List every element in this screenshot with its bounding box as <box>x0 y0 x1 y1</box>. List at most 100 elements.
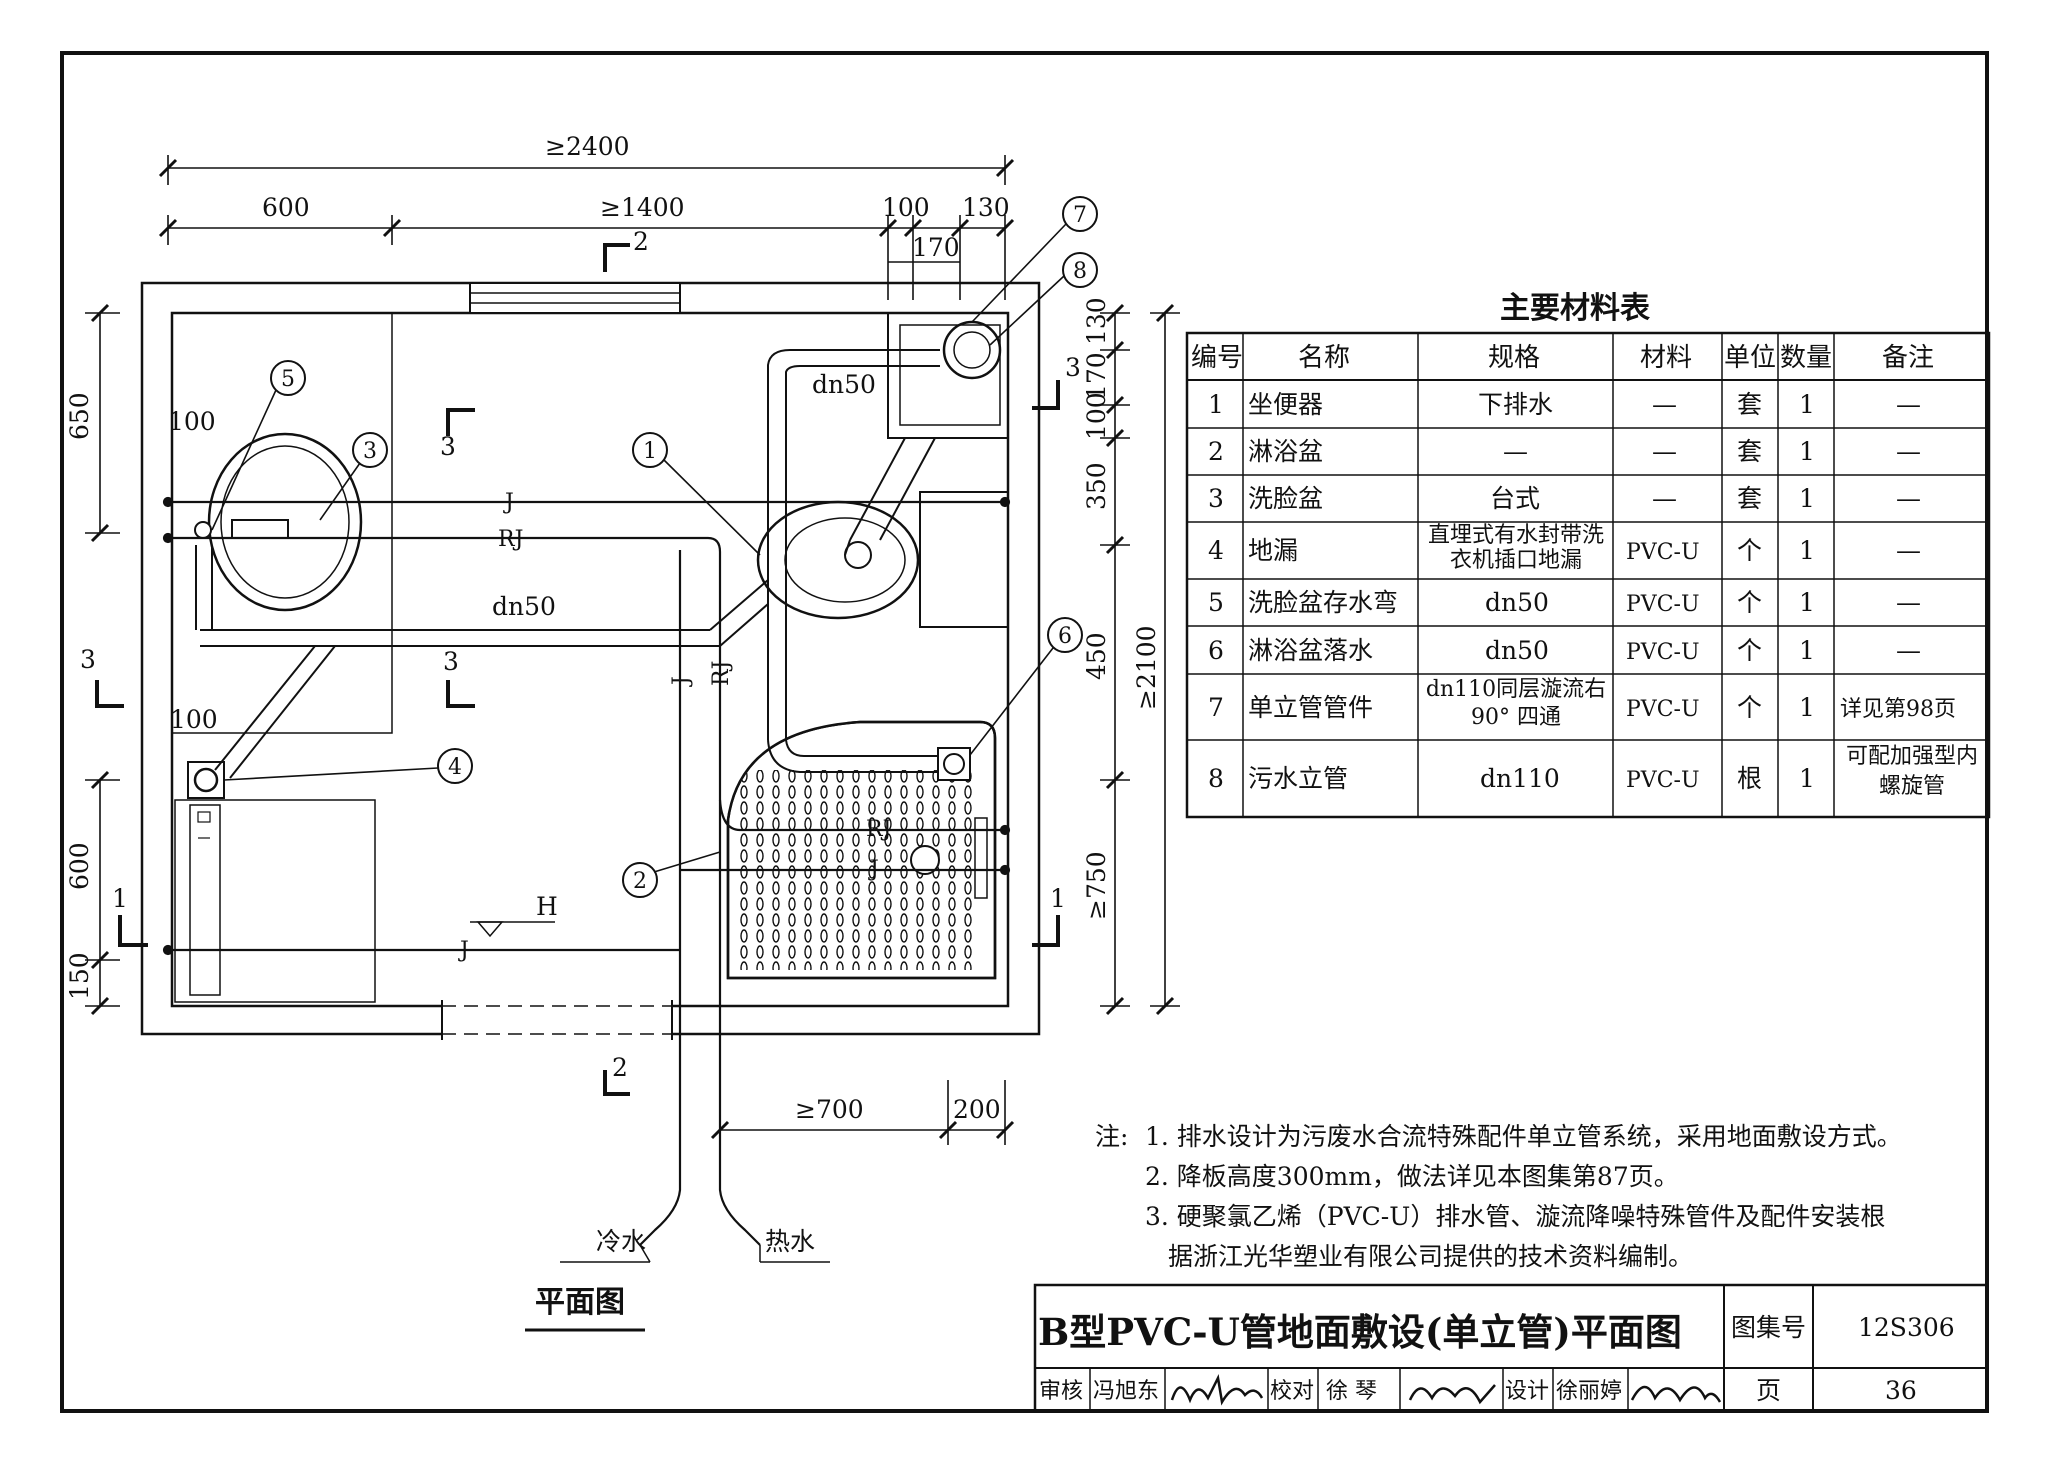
soil-stack <box>942 320 1002 380</box>
table-header-name: 名称 <box>1298 343 1350 373</box>
table-header-material: 材料 <box>1640 343 1692 373</box>
table-row-8-name: 污水立管 <box>1248 764 1348 793</box>
table-row-7-qty: 1 <box>1799 693 1815 722</box>
review-name: 冯旭东 <box>1093 1379 1159 1404</box>
dim-right-750: ≥750 <box>1082 851 1111 920</box>
note-3: 3. 硬聚氯乙烯（PVC-U）排水管、漩流降噪特殊管件及配件安装根 <box>1145 1202 1885 1231</box>
signature-check <box>1408 1384 1496 1405</box>
atlas-label: 图集号 <box>1731 1313 1806 1342</box>
table-row-2-remark: — <box>1896 437 1921 466</box>
table-row-3-qty: 1 <box>1799 484 1815 513</box>
label-dn50-top: dn50 <box>812 370 876 399</box>
signature-review <box>1170 1374 1264 1406</box>
shower-mixer <box>910 845 940 875</box>
dim-top-100: 100 <box>882 193 930 222</box>
label-j-vertical: J <box>669 676 694 687</box>
plan-title: 平面图 <box>535 1285 625 1320</box>
dim-top-total: ≥2400 <box>545 132 630 161</box>
section-3-right: 3 <box>1065 353 1081 382</box>
table-header-unit: 单位 <box>1724 343 1776 373</box>
table-row-5-no: 5 <box>1208 588 1224 617</box>
table-row-1-remark: — <box>1896 390 1921 419</box>
dim-top-600: 600 <box>262 193 310 222</box>
design-label: 设计 <box>1505 1379 1549 1404</box>
table-row-1-qty: 1 <box>1799 390 1815 419</box>
callout-7: 7 <box>1073 203 1087 228</box>
table-row-6-spec: dn50 <box>1485 636 1549 665</box>
dim-left-600: 600 <box>65 842 94 890</box>
table-row-3-spec: 台式 <box>1490 484 1540 513</box>
floor-drain <box>187 761 225 799</box>
table-row-1-spec: 下排水 <box>1478 390 1553 419</box>
dim-left-100-b: 100 <box>170 705 218 734</box>
table-header-no: 编号 <box>1191 343 1243 373</box>
table-row-7-name: 单立管管件 <box>1248 693 1373 722</box>
dim-top-170: 170 <box>912 233 960 262</box>
label-j-bottom: J <box>458 938 469 963</box>
table-row-2-no: 2 <box>1208 437 1224 466</box>
table-row-6-unit: 个 <box>1737 636 1762 665</box>
section-3-top: 3 <box>440 432 456 461</box>
dim-left-100-a: 100 <box>168 407 216 436</box>
label-dn50-mid: dn50 <box>492 592 556 621</box>
section-3-mid: 3 <box>443 647 459 676</box>
callout-6: 6 <box>1058 624 1072 649</box>
table-row-4-spec-box: 直埋式有水封带洗衣机插口地漏 <box>1428 523 1604 573</box>
table-row-2-qty: 1 <box>1799 437 1815 466</box>
table-row-7-material: PVC-U <box>1626 697 1700 722</box>
table-row-3-name: 洗脸盆 <box>1248 484 1323 513</box>
review-label: 审核 <box>1039 1379 1083 1404</box>
basin-counter <box>171 312 393 734</box>
table-row-4-qty: 1 <box>1799 536 1815 565</box>
table-header-qty: 数量 <box>1780 343 1832 373</box>
table-row-3-no: 3 <box>1208 484 1224 513</box>
sheet-border <box>60 51 1989 1413</box>
table-row-1-name: 坐便器 <box>1248 390 1323 419</box>
callouts <box>270 196 1098 898</box>
label-rj-top: RJ <box>498 527 523 552</box>
table-row-5-qty: 1 <box>1799 588 1815 617</box>
page-label: 页 <box>1756 1376 1781 1405</box>
materials-table <box>1185 331 1991 819</box>
table-row-8-spec: dn110 <box>1480 764 1560 793</box>
dim-right-100: 100 <box>1082 392 1111 440</box>
dim-bottom-700: ≥700 <box>795 1095 864 1124</box>
table-row-3-unit: 套 <box>1737 484 1762 513</box>
dim-right-170: 170 <box>1082 352 1111 400</box>
dim-bottom-200: 200 <box>953 1095 1001 1124</box>
dimension-lines <box>85 155 1180 1145</box>
table-row-6-material: PVC-U <box>1626 640 1700 665</box>
dim-right-130: 130 <box>1082 297 1111 345</box>
window <box>469 282 681 314</box>
label-rj-shower: RJ <box>866 817 891 842</box>
section-markers <box>95 243 1060 1096</box>
table-row-7-spec: dn110同层漩流右90° 四通 <box>1425 677 1607 730</box>
table-row-7-no: 7 <box>1208 693 1224 722</box>
table-row-5-material: PVC-U <box>1626 592 1700 617</box>
dim-top-130: 130 <box>962 193 1010 222</box>
callout-1: 1 <box>643 439 657 464</box>
dim-right-2100: ≥2100 <box>1132 625 1161 710</box>
toilet-tank <box>919 491 1009 628</box>
table-row-2-material: — <box>1652 437 1677 466</box>
atlas-number: 12S306 <box>1858 1313 1955 1342</box>
label-rj-vertical: RJ <box>709 661 734 686</box>
dim-right-450: 450 <box>1082 632 1111 680</box>
materials-table-title: 主要材料表 <box>1500 291 1650 326</box>
table-row-1-no: 1 <box>1208 390 1224 419</box>
note-1: 1. 排水设计为污废水合流特殊配件单立管系统，采用地面敷设方式。 <box>1145 1122 1902 1151</box>
label-hot-water: 热水 <box>765 1227 815 1256</box>
drawing-title: B型PVC-U管地面敷设(单立管)平面图 <box>1038 1310 1682 1354</box>
floor-plan: J RJ J RJ RJ J J dn50 dn50 H 冷水 热水 平面图 <box>140 281 1041 1332</box>
table-row-6-name: 淋浴盆落水 <box>1248 636 1373 665</box>
table-row-3-material: — <box>1652 484 1677 513</box>
callout-8: 8 <box>1073 259 1087 284</box>
table-row-7-spec-box: dn110同层漩流右90° 四通 <box>1425 677 1607 730</box>
note-2: 2. 降板高度300mm，做法详见本图集第87页。 <box>1145 1162 1679 1191</box>
callout-4: 4 <box>448 755 462 780</box>
table-row-4-material: PVC-U <box>1626 540 1700 565</box>
table-row-7-unit: 个 <box>1737 693 1762 722</box>
section-2-bottom: 2 <box>612 1053 628 1082</box>
table-row-4-name: 地漏 <box>1248 536 1298 565</box>
